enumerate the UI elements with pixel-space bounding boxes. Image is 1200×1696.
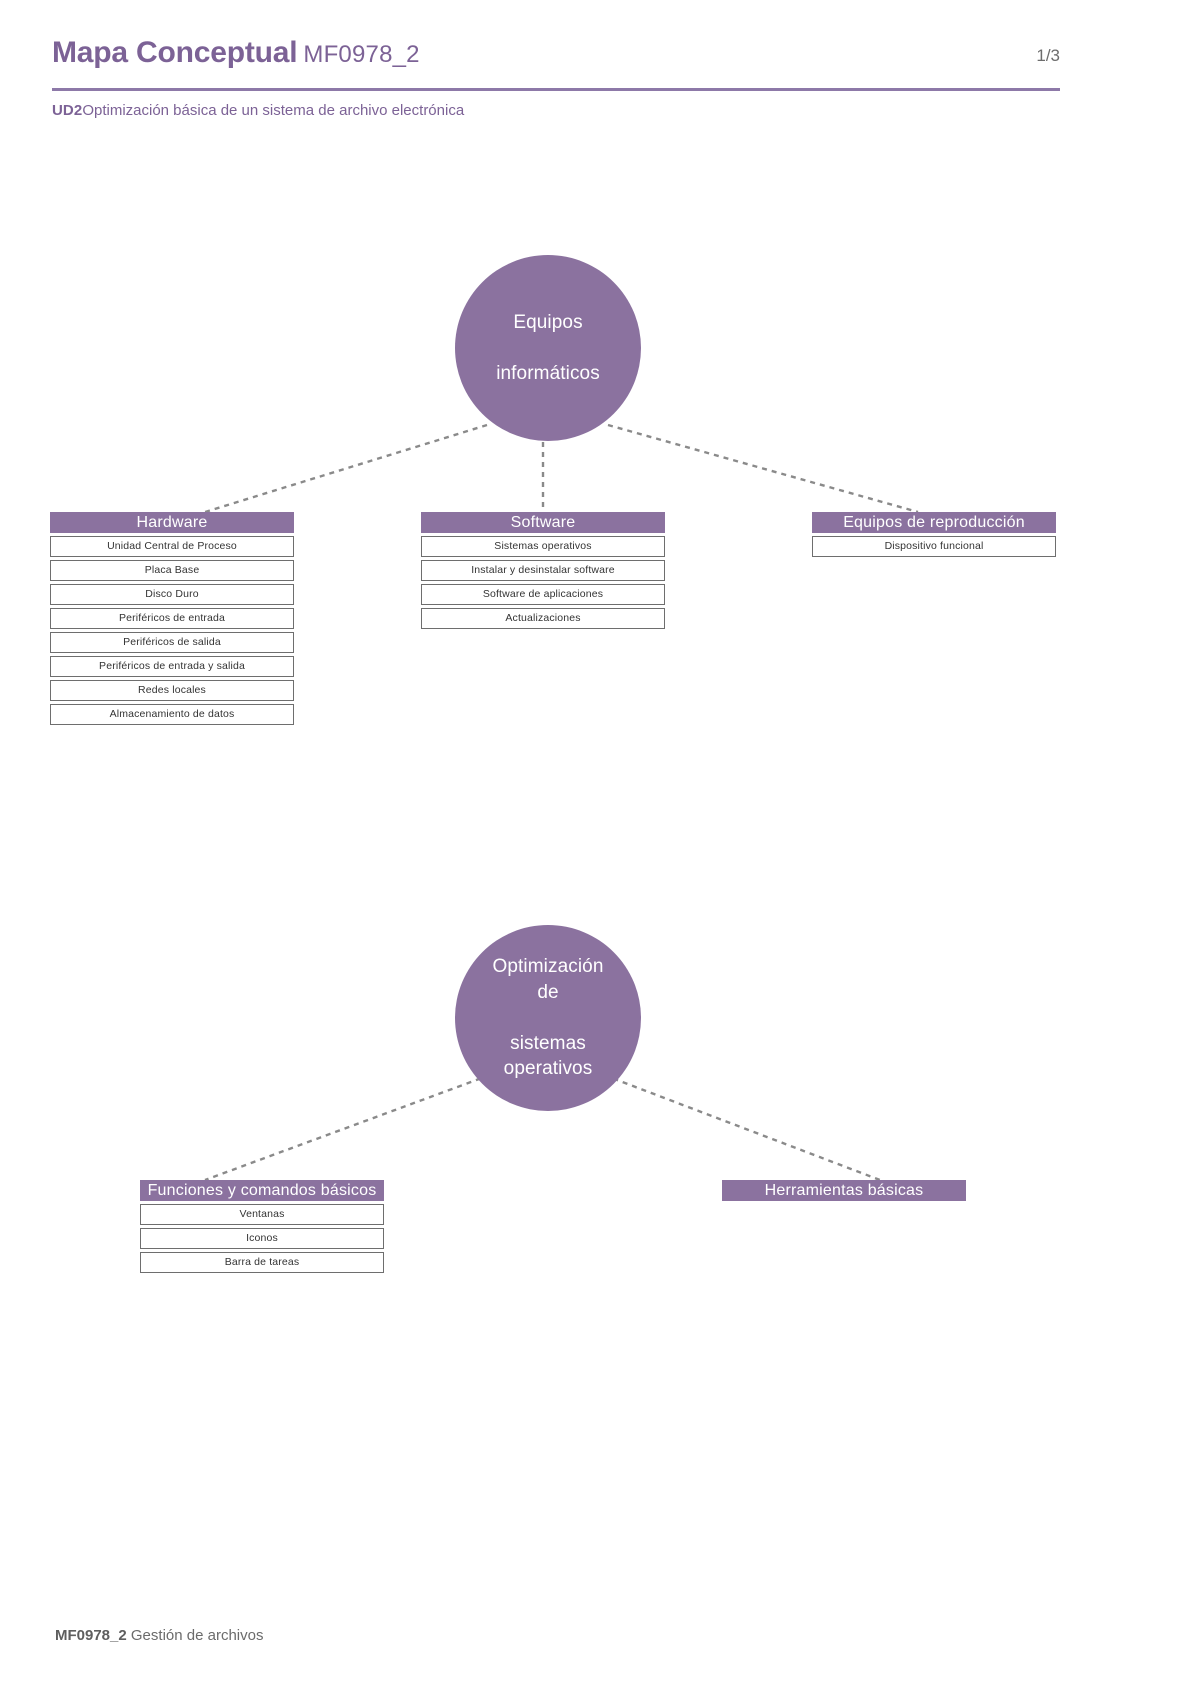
page-number: 1/3	[1036, 46, 1060, 65]
header-divider	[52, 88, 1060, 91]
group-hardware-item[interactable]: Disco Duro	[50, 584, 294, 605]
group-equipos-de-reproduccion-item[interactable]: Dispositivo funcional	[812, 536, 1056, 557]
group-hardware-item[interactable]: Almacenamiento de datos	[50, 704, 294, 725]
node-label-line1: Optimización de	[492, 955, 604, 1003]
group-software-item[interactable]: Software de aplicaciones	[421, 584, 665, 605]
group-herramientas-basicas-header[interactable]: Herramientas básicas	[722, 1180, 966, 1201]
group-funciones-item[interactable]: Ventanas	[140, 1204, 384, 1225]
group-hardware-item[interactable]: Periféricos de entrada y salida	[50, 656, 294, 677]
node-label-line2: sistemas operativos	[503, 1032, 593, 1080]
group-hardware-item[interactable]: Placa Base	[50, 560, 294, 581]
subtitle-unit-label: UD2	[52, 102, 83, 119]
group-hardware-item[interactable]: Periféricos de entrada	[50, 608, 294, 629]
page-footer: MF0978_2 Gestión de archivos	[55, 1627, 263, 1644]
footer-code: MF0978_2	[55, 1627, 127, 1644]
node-equipos-informaticos[interactable]: Equipos informáticos	[455, 255, 641, 441]
group-funciones-item[interactable]: Barra de tareas	[140, 1252, 384, 1273]
group-equipos-de-reproduccion-header[interactable]: Equipos de reproducción	[812, 512, 1056, 533]
node-equipos-informaticos-label: Equipos informáticos	[468, 310, 628, 387]
group-software: Software Sistemas operativos Instalar y …	[421, 512, 665, 629]
group-software-item[interactable]: Sistemas operativos	[421, 536, 665, 557]
group-funciones-item[interactable]: Iconos	[140, 1228, 384, 1249]
page-subtitle: UD2Optimización básica de un sistema de …	[52, 102, 464, 119]
node-label-line1: Equipos	[513, 311, 583, 333]
footer-text: Gestión de archivos	[130, 1627, 264, 1644]
page-title-code: MF0978_2	[303, 41, 420, 68]
group-equipos-de-reproduccion: Equipos de reproducción Dispositivo func…	[812, 512, 1056, 557]
group-software-header[interactable]: Software	[421, 512, 665, 533]
group-hardware: Hardware Unidad Central de Proceso Placa…	[50, 512, 294, 725]
group-hardware-item[interactable]: Unidad Central de Proceso	[50, 536, 294, 557]
node-label-line2: informáticos	[496, 362, 600, 384]
group-software-item[interactable]: Instalar y desinstalar software	[421, 560, 665, 581]
connector-optimizacion-funciones	[204, 1073, 491, 1182]
connector-equipos-hardware	[204, 423, 488, 514]
subtitle-text: Optimización básica de un sistema de arc…	[82, 102, 465, 119]
group-herramientas-basicas: Herramientas básicas	[722, 1180, 966, 1201]
connector-equipos-reproduccion	[607, 423, 919, 514]
node-optimizacion-sistemas-operativos[interactable]: Optimización de sistemas operativos	[455, 925, 641, 1111]
connector-optimizacion-herramientas	[603, 1073, 881, 1182]
group-software-item[interactable]: Actualizaciones	[421, 608, 665, 629]
group-hardware-item[interactable]: Periféricos de salida	[50, 632, 294, 653]
group-funciones-header[interactable]: Funciones y comandos básicos	[140, 1180, 384, 1201]
node-optimizacion-label: Optimización de sistemas operativos	[455, 954, 641, 1082]
group-funciones-y-comandos-basicos: Funciones y comandos básicos Ventanas Ic…	[140, 1180, 384, 1273]
page-title-main: Mapa Conceptual	[52, 36, 298, 69]
group-hardware-header[interactable]: Hardware	[50, 512, 294, 533]
group-hardware-item[interactable]: Redes locales	[50, 680, 294, 701]
